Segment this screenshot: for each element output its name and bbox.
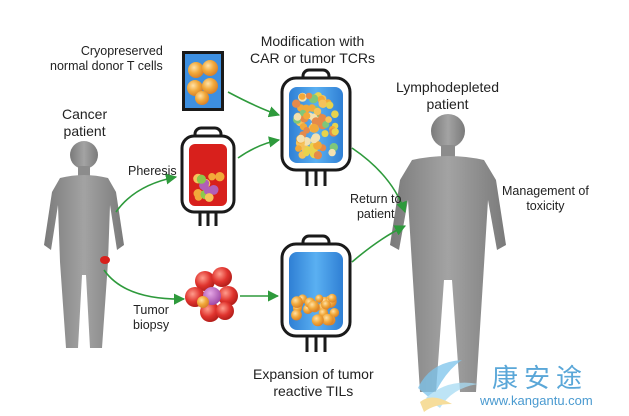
expansion-bag	[280, 234, 352, 352]
cell	[331, 128, 339, 136]
watermark-url: www.kangantu.com	[480, 393, 593, 408]
cell	[309, 123, 319, 133]
cell	[303, 112, 311, 120]
cell	[305, 92, 313, 100]
cell	[292, 99, 301, 108]
cell	[296, 134, 305, 143]
management-label: Management of toxicity	[502, 184, 589, 213]
cell	[313, 151, 322, 160]
cell	[327, 293, 337, 303]
watermark-chinese: 康安途	[492, 364, 589, 394]
tumor-biopsy-label: Tumor biopsy	[133, 303, 170, 332]
pheresis-bag	[180, 126, 236, 226]
lymphodepleted-patient-figure	[390, 114, 506, 392]
arrow-donor-to-modification	[227, 91, 281, 118]
cell	[321, 300, 331, 310]
cancer-patient-figure	[44, 141, 124, 348]
lymphodepleted-label: Lymphodepleted patient	[396, 79, 500, 112]
cell	[291, 296, 303, 308]
cell	[313, 107, 322, 116]
flow-arrows	[103, 91, 407, 305]
cell	[326, 101, 334, 109]
pheresis-label: Pheresis	[128, 164, 177, 178]
modification-label: Modification with CAR or tumor TCRs	[250, 33, 375, 66]
cell	[328, 148, 336, 157]
cell	[325, 116, 332, 123]
cell	[303, 146, 312, 155]
cell	[315, 294, 324, 303]
cell	[311, 314, 324, 327]
cell	[311, 117, 321, 126]
cell	[193, 189, 203, 198]
cell	[298, 93, 306, 100]
cell	[210, 187, 218, 195]
cancer-patient-label: Cancer patient	[62, 106, 108, 139]
cell	[321, 313, 334, 326]
cell	[311, 133, 321, 142]
return-to-patient-label: Return to patient	[350, 192, 402, 221]
cell	[329, 308, 340, 318]
cell	[307, 300, 319, 312]
cell	[308, 104, 316, 112]
tumor-site-marker	[100, 256, 110, 264]
modification-bag	[280, 68, 352, 186]
arrow-pheresis-to-modification	[237, 136, 281, 159]
tumor-biopsy-cluster	[185, 267, 238, 322]
cell	[322, 121, 330, 128]
expansion-label: Expansion of tumor reactive TILs	[253, 366, 374, 399]
arrow-modification-to-patient	[351, 147, 407, 214]
cell	[215, 172, 225, 182]
cell	[295, 145, 302, 152]
cell	[313, 141, 322, 150]
cryopreserved-cells-box	[182, 51, 224, 111]
cell	[208, 173, 216, 181]
cell	[196, 174, 206, 184]
cell	[303, 127, 311, 134]
watermark-logo	[418, 360, 478, 412]
cell	[331, 110, 339, 118]
cryopreserved-label: Cryopreserved normal donor T cells	[50, 44, 163, 73]
cell	[318, 99, 327, 108]
arrow-patient-to-biopsy	[103, 269, 186, 305]
arrow-expansion-to-patient	[351, 225, 407, 263]
cell	[321, 130, 329, 138]
cell	[293, 113, 302, 121]
arrow-patient-to-pheresis	[115, 173, 178, 213]
cell	[291, 309, 302, 321]
cell	[204, 193, 214, 202]
